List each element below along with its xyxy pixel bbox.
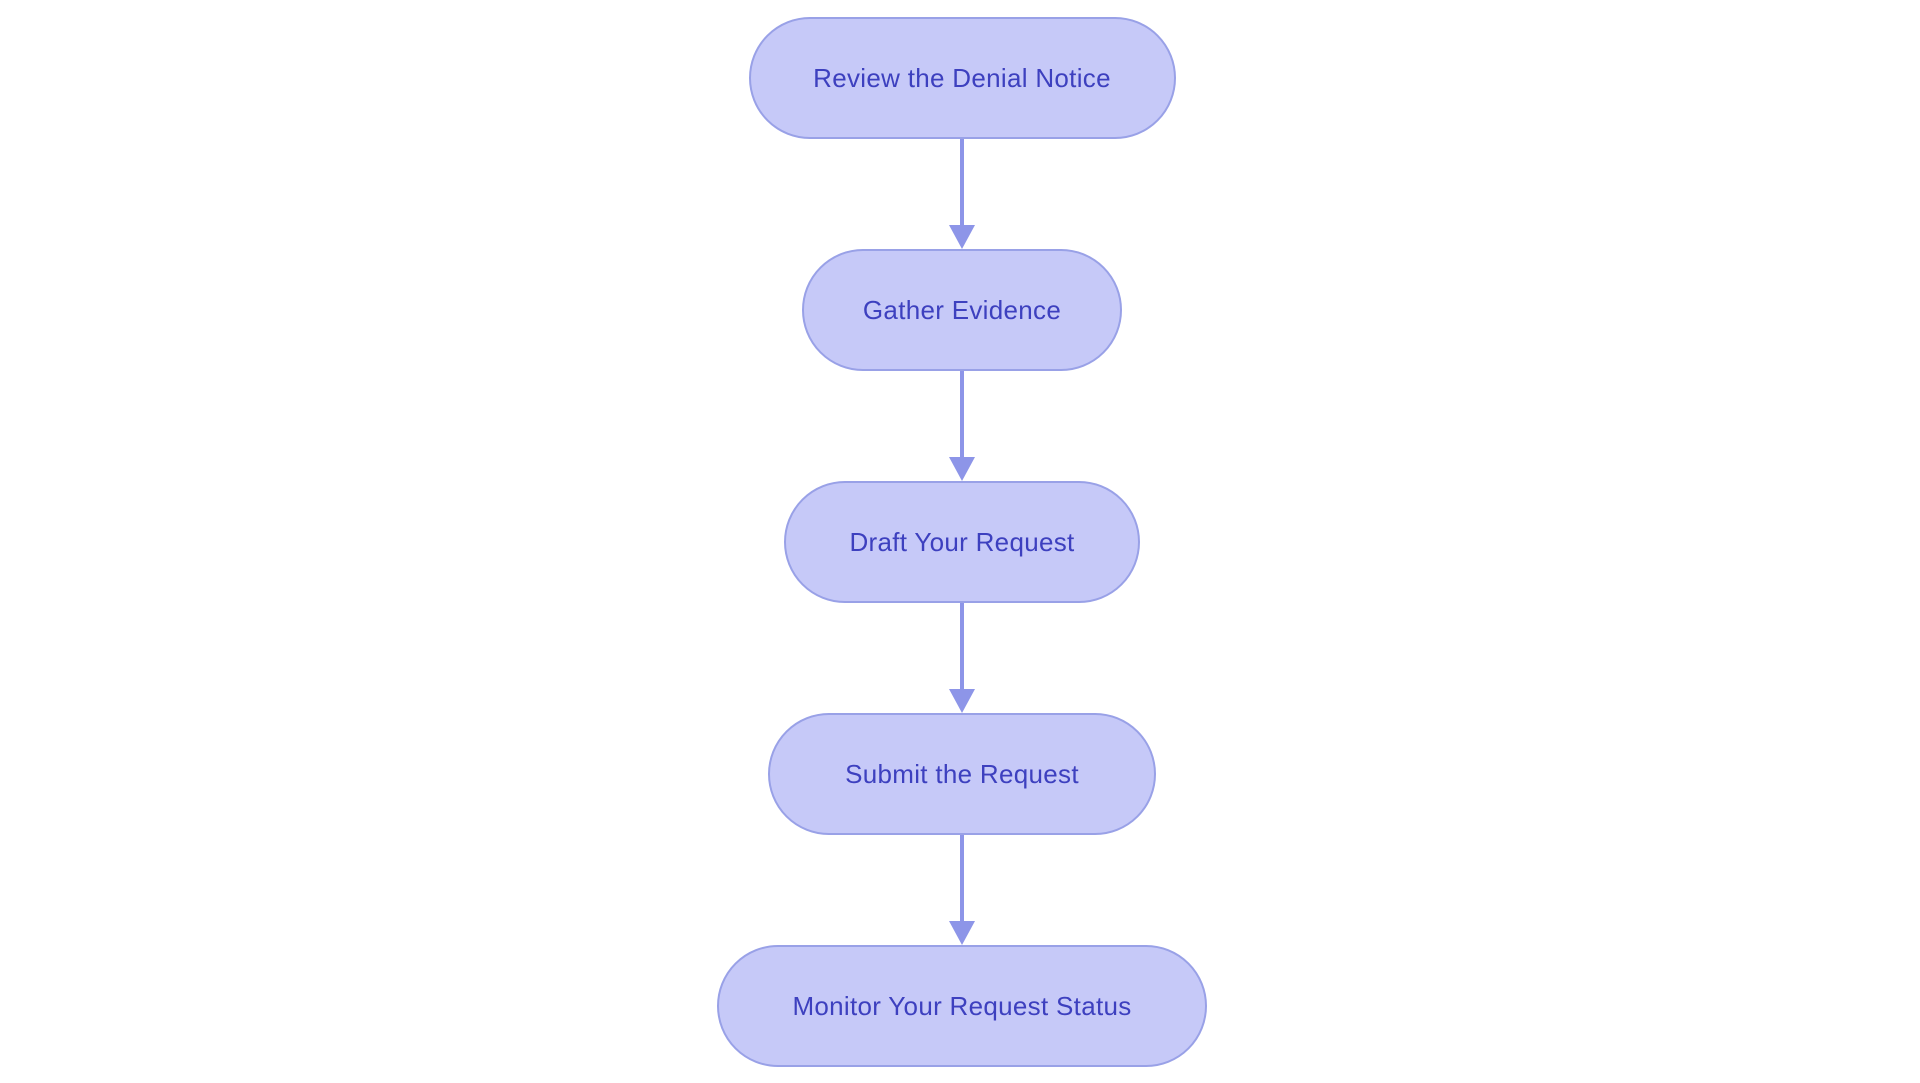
arrow-stem [960, 139, 964, 225]
arrow-stem [960, 835, 964, 921]
flow-node-submit-the-request: Submit the Request [768, 713, 1156, 835]
flow-node-review-denial-notice: Review the Denial Notice [748, 17, 1176, 139]
flow-node-monitor-request-status: Monitor Your Request Status [717, 945, 1207, 1067]
arrow-connector-1 [942, 139, 982, 249]
arrow-down-icon [949, 689, 975, 713]
flowchart-column: Review the Denial Notice Gather Evidence… [717, 17, 1207, 1067]
arrow-connector-2 [942, 371, 982, 481]
node-label-review-denial-notice: Review the Denial Notice [813, 62, 1111, 93]
flow-node-gather-evidence: Gather Evidence [802, 249, 1122, 371]
arrow-connector-4 [942, 835, 982, 945]
arrow-stem [960, 603, 964, 689]
arrow-down-icon [949, 457, 975, 481]
arrow-stem [960, 371, 964, 457]
node-label-submit-the-request: Submit the Request [845, 758, 1079, 789]
node-label-draft-your-request: Draft Your Request [849, 526, 1075, 557]
arrow-down-icon [949, 225, 975, 249]
arrow-connector-3 [942, 603, 982, 713]
flow-node-draft-your-request: Draft Your Request [784, 481, 1140, 603]
arrow-down-icon [949, 921, 975, 945]
node-label-monitor-request-status: Monitor Your Request Status [792, 990, 1132, 1021]
node-label-gather-evidence: Gather Evidence [862, 294, 1062, 325]
